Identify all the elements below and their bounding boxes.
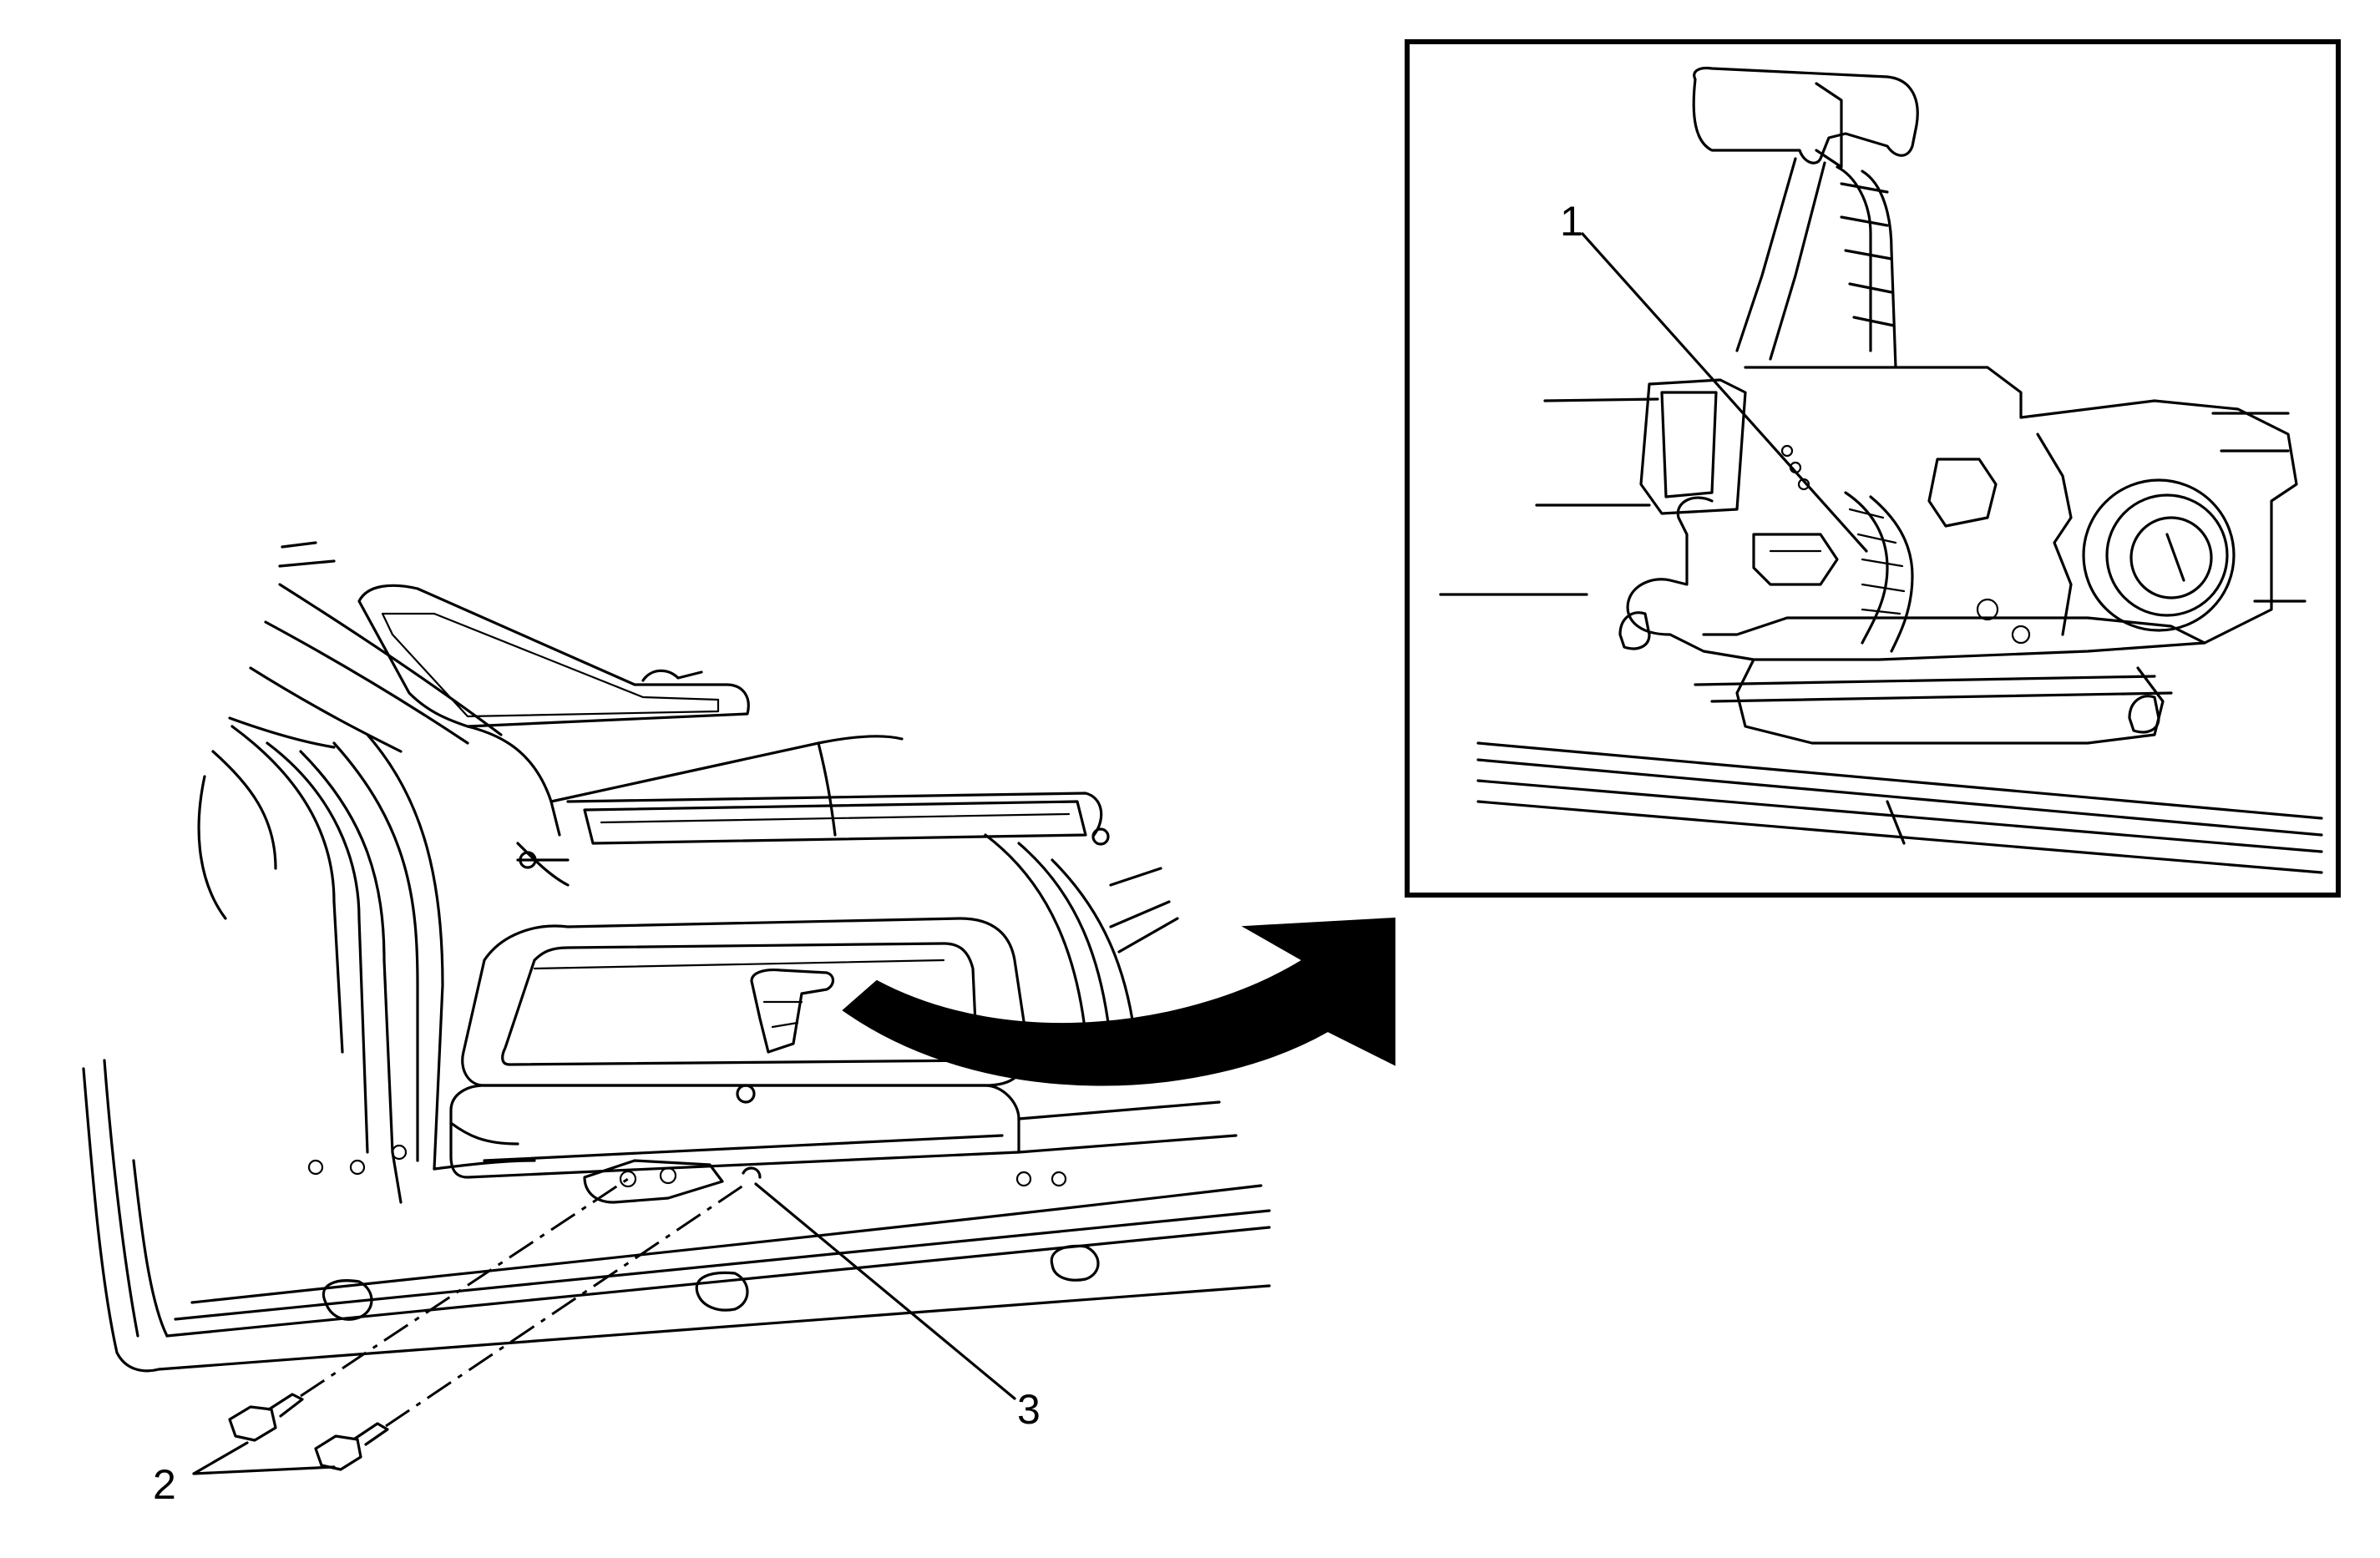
bolt-1-installation-path [300,1177,629,1398]
latch-assembly-detail [1439,66,2323,874]
zoom-direction-arrow [842,917,1395,1086]
callout-2-leader [192,1441,336,1475]
callout-2-label: 2 [153,1461,176,1508]
callout-1-label: 1 [1560,198,1583,245]
callout-3-leader [754,1182,1016,1400]
bolt-1 [228,1393,304,1442]
callout-3-label: 3 [1017,1386,1041,1433]
trunk-panel-drawing [82,541,1271,1373]
bolt-2-installation-path [385,1184,744,1428]
detail-inset-frame [1405,39,2341,898]
bolt-2 [314,1422,389,1471]
callout-1-leader [1581,232,1868,553]
